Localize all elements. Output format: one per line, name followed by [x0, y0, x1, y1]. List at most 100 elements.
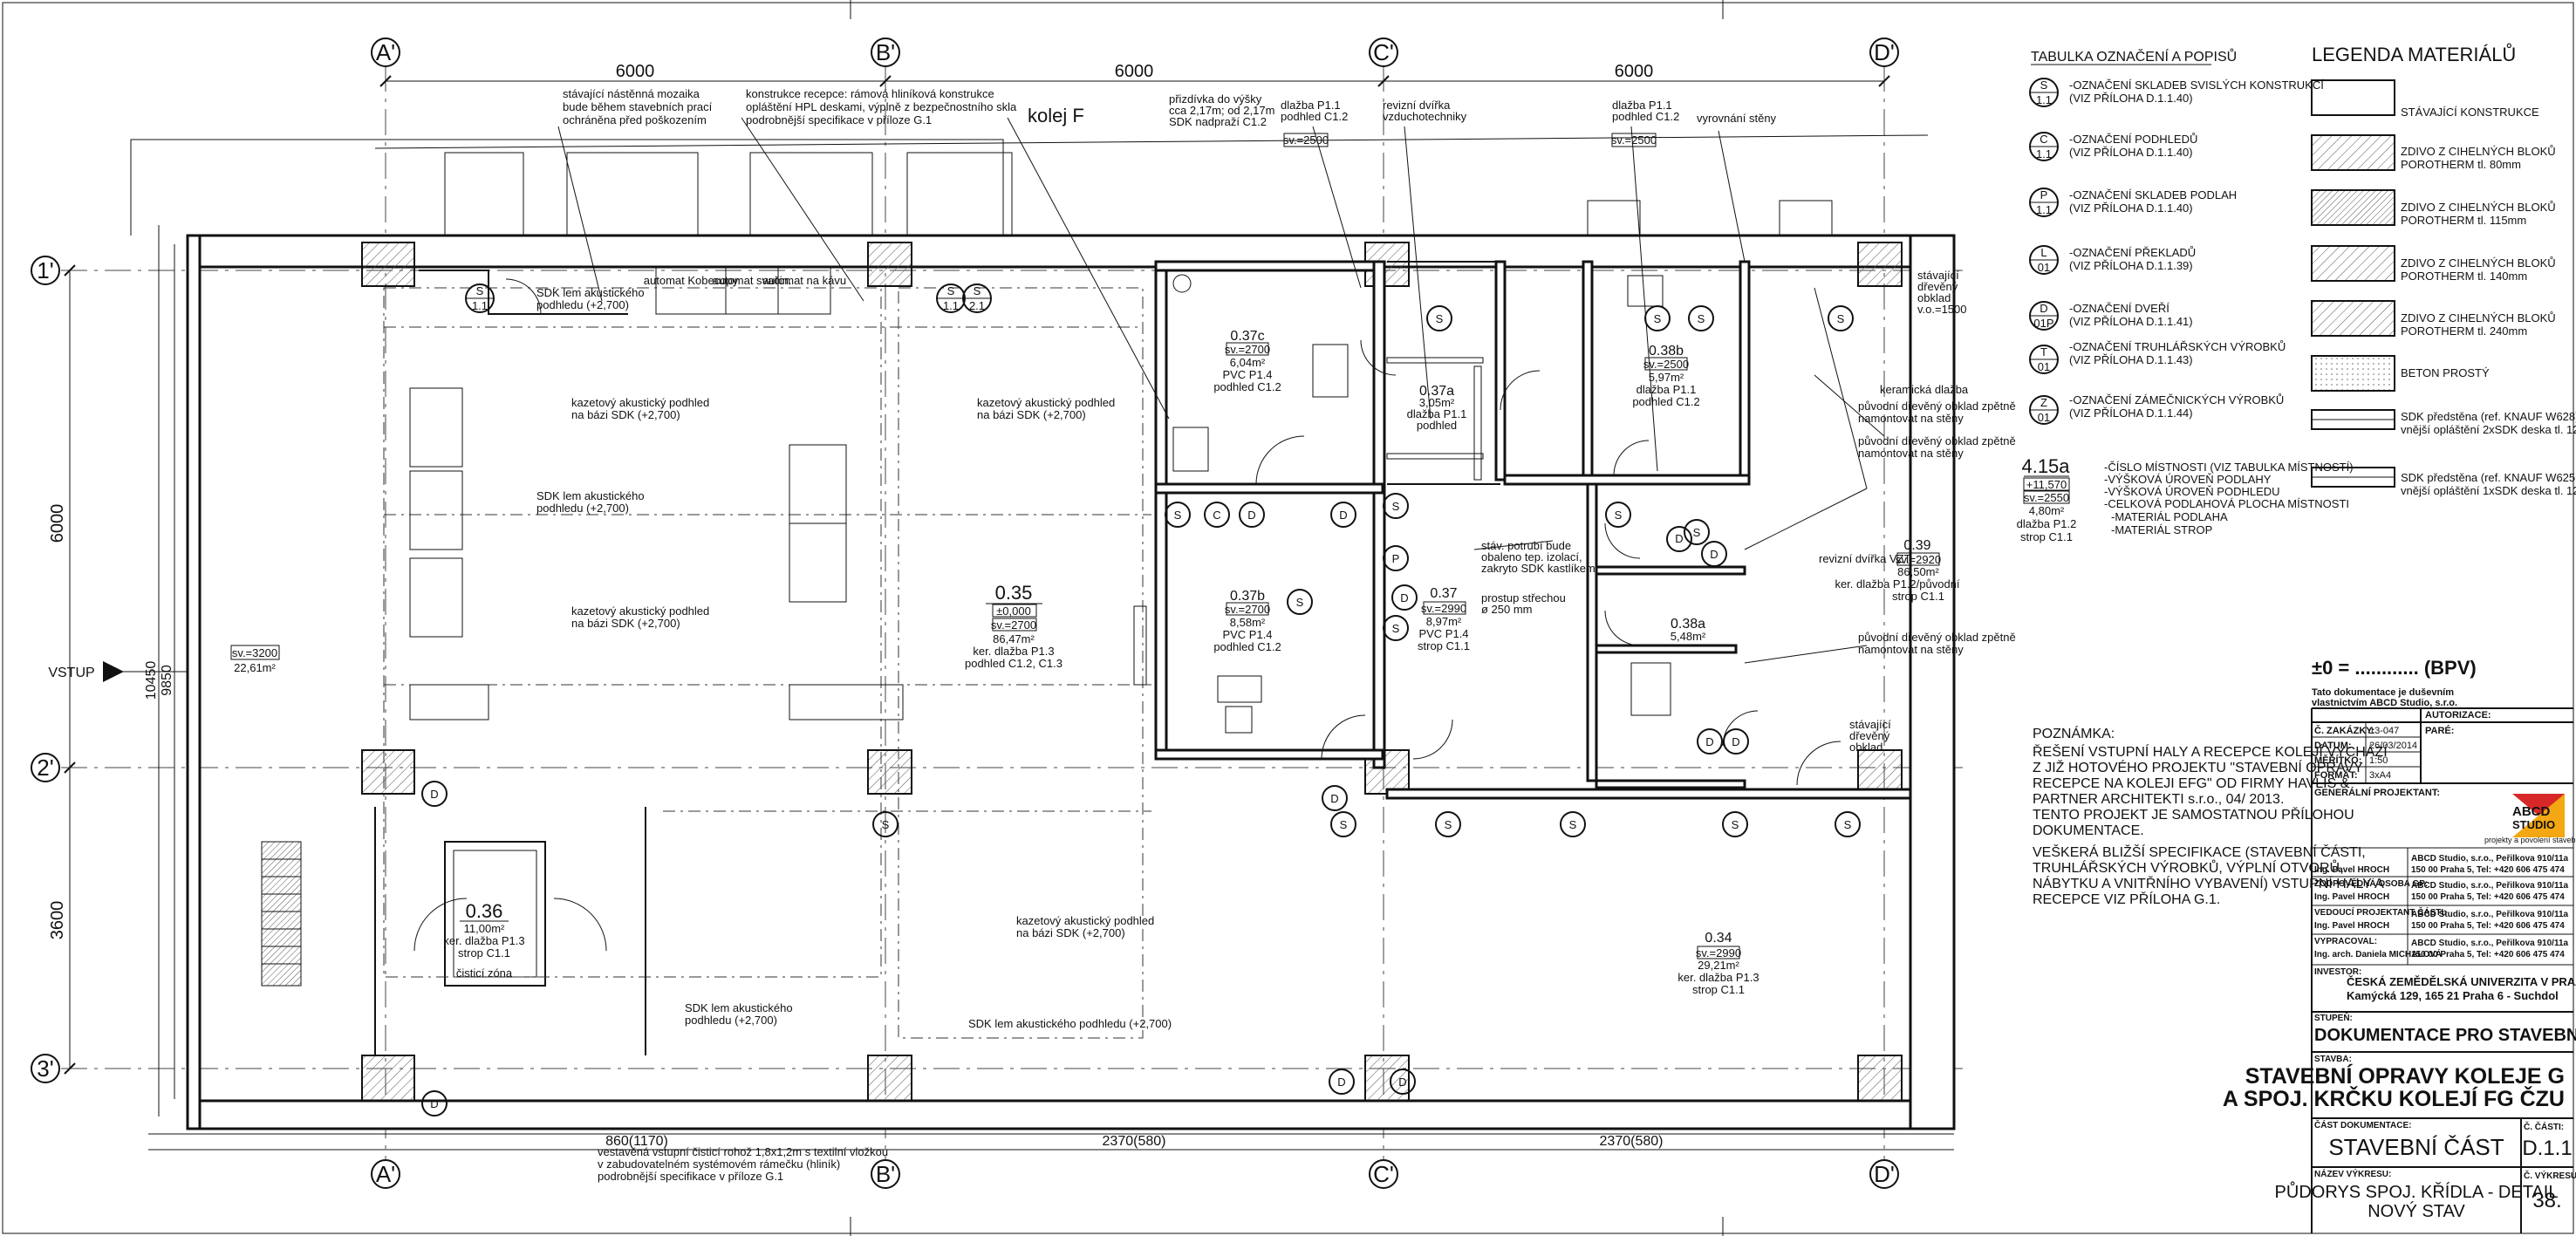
svg-text:SDK předstěna (ref. KNAUF W625: SDK předstěna (ref. KNAUF W625, W111): [2401, 471, 2576, 484]
svg-text:keramická dlažba: keramická dlažba: [1880, 383, 1969, 396]
svg-text:VYPRACOVAL:: VYPRACOVAL:: [2314, 937, 2377, 946]
svg-text:0.35: 0.35: [995, 582, 1033, 604]
svg-text:vyrovnání stěny: vyrovnání stěny: [1697, 112, 1777, 125]
legend-item-l: L 01 -OZNAČENÍ PŘEKLADŮ (VIZ PŘÍLOHA D.1…: [2029, 245, 2196, 275]
svg-text:-OZNAČENÍ PODHLEDŮ: -OZNAČENÍ PODHLEDŮ: [2069, 133, 2197, 146]
svg-text:A': A': [376, 1161, 395, 1187]
svg-text:POROTHERM tl. 140mm: POROTHERM tl. 140mm: [2401, 270, 2527, 283]
svg-text:0.37b: 0.37b: [1230, 589, 1265, 604]
svg-text:STAVBA:: STAVBA:: [2314, 1055, 2352, 1064]
svg-text:POROTHERM tl. 80mm: POROTHERM tl. 80mm: [2401, 158, 2521, 171]
svg-text:4.15a: 4.15a: [2021, 455, 2070, 477]
svg-text:-MATERIÁL STROP: -MATERIÁL STROP: [2111, 523, 2212, 536]
svg-text:86,47m²: 86,47m²: [993, 632, 1035, 645]
svg-text:POROTHERM tl. 115mm: POROTHERM tl. 115mm: [2401, 214, 2526, 227]
svg-text:S: S: [1698, 312, 1705, 325]
leader-lines: [557, 117, 1885, 664]
svg-text:S: S: [1693, 526, 1701, 539]
svg-text:D: D: [1400, 591, 1408, 604]
svg-text:kazetový akustický podhled: kazetový akustický podhled: [977, 396, 1115, 409]
svg-text:Ing. Pavel HROCH: Ing. Pavel HROCH: [2314, 921, 2389, 931]
svg-text:namontovat na stěny: namontovat na stěny: [1858, 412, 1964, 425]
svg-text:Ing. arch. Daniela MICHALOVÁ: Ing. arch. Daniela MICHALOVÁ: [2314, 948, 2442, 959]
svg-text:0.38a: 0.38a: [1671, 617, 1705, 632]
svg-text:automat Kobecopy: automat Kobecopy: [644, 274, 739, 287]
svg-text:D: D: [1705, 735, 1713, 748]
svg-text:vnější opláštění 1xSDK deska t: vnější opláštění 1xSDK deska tl. 12,5 mm: [2401, 484, 2576, 497]
svg-text:T: T: [2040, 345, 2047, 359]
svg-text:S: S: [1837, 312, 1845, 325]
svg-text:ZDIVO Z CIHELNÝCH BLOKŮ: ZDIVO Z CIHELNÝCH BLOKŮ: [2401, 311, 2556, 324]
svg-text:(VIZ PŘÍLOHA D.1.1.41): (VIZ PŘÍLOHA D.1.1.41): [2069, 315, 2193, 328]
svg-text:dlažba P1.1: dlažba P1.1: [1281, 99, 1341, 112]
automats: automat Kobecopy automat svačin. automat…: [419, 265, 1671, 734]
svg-text:-VÝŠKOVÁ ÚROVEŇ PODLAHY: -VÝŠKOVÁ ÚROVEŇ PODLAHY: [2104, 473, 2272, 486]
svg-text:D: D: [1398, 1076, 1406, 1089]
svg-text:PVC P1.4: PVC P1.4: [1418, 627, 1468, 640]
svg-text:3': 3': [37, 1055, 53, 1082]
svg-text:0.39: 0.39: [1903, 538, 1930, 553]
svg-text:150 00 Praha 5, Tel: +420 606: 150 00 Praha 5, Tel: +420 606 475 474: [2411, 892, 2565, 902]
axis-bubble-C-bottom: C': [1369, 1159, 1398, 1189]
doors: [1255, 339, 1841, 786]
svg-text:TENTO PROJEKT JE SAMOSTATNOU P: TENTO PROJEKT JE SAMOSTATNOU PŘÍLOHOU: [2033, 806, 2354, 823]
svg-text:cca 2,17m; od 2,17m: cca 2,17m; od 2,17m: [1169, 104, 1274, 117]
svg-text:-OZNAČENÍ ZÁMEČNICKÝCH VÝROBKŮ: -OZNAČENÍ ZÁMEČNICKÝCH VÝROBKŮ: [2069, 393, 2284, 406]
dim-left-2: 3600: [48, 901, 67, 940]
svg-text:1': 1': [37, 257, 53, 283]
legend-item-c: C 1.1 -OZNAČENÍ PODHLEDŮ (VIZ PŘÍLOHA D.…: [2029, 132, 2197, 161]
svg-text:D: D: [1339, 509, 1347, 522]
room-tag-0.37a: 0.37a 3,05m² dlažba P1.1 podhled: [1407, 384, 1467, 432]
svg-text:Č. ZAKÁZKY:: Č. ZAKÁZKY:: [2314, 725, 2374, 736]
svg-text:13-047: 13-047: [2369, 726, 2399, 736]
svg-text:D.1.1: D.1.1: [2522, 1137, 2572, 1160]
room-tag-0.36: 0.36 11,00m² ker. dlažba P1.3 strop C1.1…: [443, 900, 524, 980]
svg-text:S: S: [882, 818, 890, 831]
svg-text:S: S: [1436, 312, 1444, 325]
svg-text:0.38b: 0.38b: [1649, 344, 1684, 359]
svg-text:P: P: [1392, 552, 1400, 565]
svg-text:BETON PROSTÝ: BETON PROSTÝ: [2401, 366, 2490, 379]
svg-text:26/03/2014: 26/03/2014: [2369, 741, 2417, 751]
svg-text:sv.=2700: sv.=2700: [1225, 603, 1270, 616]
svg-text:-OZNAČENÍ TRUHLÁŘSKÝCH VÝROBKŮ: -OZNAČENÍ TRUHLÁŘSKÝCH VÝROBKŮ: [2069, 340, 2286, 353]
svg-text:D: D: [430, 788, 438, 801]
svg-text:sv.=2700: sv.=2700: [1225, 343, 1270, 356]
svg-text:S: S: [1296, 596, 1304, 609]
svg-text:podrobnější specifikace v příl: podrobnější specifikace v příloze G.1: [746, 113, 932, 126]
svg-text:D: D: [1247, 509, 1255, 522]
svg-text:ø 250 mm: ø 250 mm: [1481, 603, 1533, 616]
svg-text:sv.=2500: sv.=2500: [1611, 133, 1657, 147]
svg-text:A SPOJ. KRČKU KOLEJÍ FG ČZU: A SPOJ. KRČKU KOLEJÍ FG ČZU: [2223, 1085, 2565, 1111]
legend-item-s: S 1.1 -OZNAČENÍ SKLADEB SVISLÝCH KONSTRU…: [2029, 78, 2324, 107]
svg-text:(VIZ PŘÍLOHA D.1.1.40): (VIZ PŘÍLOHA D.1.1.40): [2069, 92, 2193, 105]
svg-text:Kamýcká 129, 165 21 Praha 6 -: Kamýcká 129, 165 21 Praha 6 - Suchdol: [2347, 989, 2559, 1002]
svg-text:dřevěný: dřevěný: [1849, 729, 1890, 742]
svg-text:S: S: [1392, 622, 1400, 635]
svg-text:ZDIVO Z CIHELNÝCH BLOKŮ: ZDIVO Z CIHELNÝCH BLOKŮ: [2401, 201, 2556, 214]
svg-text:D': D': [1874, 39, 1895, 65]
svg-text:1.1: 1.1: [943, 299, 959, 312]
svg-text:sv.=2500: sv.=2500: [1643, 358, 1689, 371]
svg-text:revizní dvířka VZT: revizní dvířka VZT: [1819, 552, 1911, 565]
svg-text:vestavěná vstupní čisticí roho: vestavěná vstupní čisticí rohož 1,8x1,2m…: [598, 1145, 888, 1158]
svg-text:DOKUMENTACE PRO STAVEBNÍ POVOL: DOKUMENTACE PRO STAVEBNÍ POVOLENÍ: [2314, 1025, 2576, 1045]
svg-text:stávající: stávající: [1917, 269, 1959, 282]
svg-text:strop C1.1: strop C1.1: [1892, 590, 1944, 603]
svg-text:dlažba P1.1: dlažba P1.1: [1636, 383, 1697, 396]
svg-text:S: S: [1392, 500, 1400, 513]
svg-text:RECEPCE VIZ PŘÍLOHA G.1.: RECEPCE VIZ PŘÍLOHA G.1.: [2033, 891, 2220, 907]
svg-text:revizní dvířka: revizní dvířka: [1383, 99, 1451, 112]
svg-text:PARÉ:: PARÉ:: [2425, 725, 2454, 736]
svg-text:NÁZEV VÝKRESU:: NÁZEV VÝKRESU:: [2314, 1168, 2391, 1179]
svg-text:6,04m²: 6,04m²: [1230, 356, 1266, 369]
svg-text:B': B': [876, 39, 895, 65]
svg-text:01P: 01P: [2033, 317, 2053, 330]
axis-bubble-B-bottom: B': [871, 1159, 900, 1189]
svg-text:SDK lem akustického: SDK lem akustického: [685, 1001, 793, 1014]
svg-text:D': D': [1874, 1161, 1895, 1187]
svg-text:podrobnější specifikace v příl: podrobnější specifikace v příloze G.1: [598, 1170, 783, 1183]
svg-text:původní dřevěný obklad zpětně: původní dřevěný obklad zpětně: [1858, 631, 2016, 644]
